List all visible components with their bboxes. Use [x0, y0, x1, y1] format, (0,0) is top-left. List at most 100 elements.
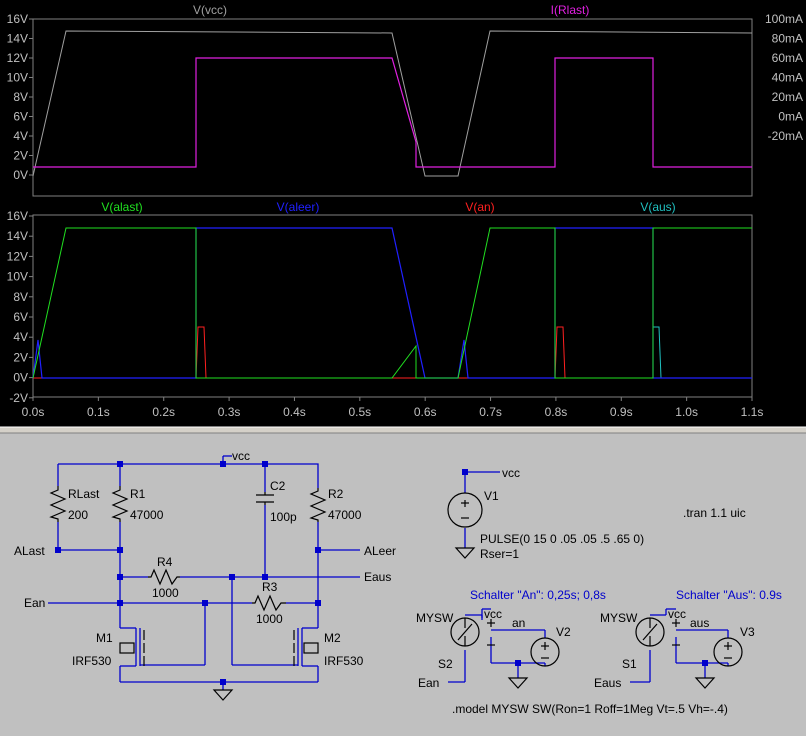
bottom-left-axis-tick: 4V: [13, 330, 28, 344]
model-directive[interactable]: .model MYSW SW(Ron=1 Roff=1Meg Vt=.5 Vh=…: [452, 702, 728, 716]
trace-label-aleer[interactable]: V(aleer): [277, 200, 320, 214]
net-label-an[interactable]: an: [512, 616, 525, 630]
source-symbols: [447, 492, 743, 667]
v1-rser[interactable]: Rser=1: [480, 547, 519, 561]
top-left-axis-tick: 8V: [13, 90, 28, 104]
net-label-vcc-source[interactable]: vcc: [502, 466, 520, 480]
trace-label-irlast[interactable]: I(Rlast): [551, 3, 590, 17]
m1-value[interactable]: IRF530: [72, 654, 112, 668]
net-label-vcc[interactable]: vcc: [232, 449, 250, 463]
bottom-pane-frame: [32, 214, 753, 398]
r3-name[interactable]: R3: [262, 580, 278, 594]
m2-name[interactable]: M2: [324, 631, 341, 645]
bottom-left-axis-tick: 12V: [7, 249, 28, 263]
junction-dots: [55, 461, 708, 685]
time-tick: 0.8s: [545, 405, 568, 419]
bottom-left-axis-tick: 14V: [7, 229, 28, 243]
v2-name[interactable]: V2: [556, 625, 571, 639]
time-tick: 1.0s: [675, 405, 698, 419]
r3-symbol: [252, 594, 286, 612]
resistor-symbols: [49, 486, 327, 666]
rlast-value[interactable]: 200: [68, 508, 88, 522]
top-left-axis-tick: 0V: [13, 168, 28, 182]
top-right-axis-tick: 60mA: [772, 51, 803, 65]
top-left-axis-tick: 12V: [7, 51, 28, 65]
net-label-aus[interactable]: aus: [690, 616, 709, 630]
net-label-aleer[interactable]: ALeer: [364, 544, 396, 558]
s1-name[interactable]: S1: [622, 657, 637, 671]
time-tick: 1.1s: [741, 405, 764, 419]
v1-symbol: [447, 492, 483, 528]
bottom-left-axis-tick: 8V: [13, 290, 28, 304]
waveform-viewer[interactable]: [0, 0, 806, 427]
ground-s2: [507, 677, 529, 689]
time-tick: 0.9s: [610, 405, 633, 419]
net-label-vcc-s2[interactable]: vcc: [484, 607, 502, 621]
s2-name[interactable]: S2: [438, 657, 453, 671]
v1-value[interactable]: PULSE(0 15 0 .05 .05 .5 .65 0): [480, 532, 644, 546]
time-tick: 0.0s: [22, 405, 45, 419]
top-right-axis-tick: -20mA: [768, 129, 803, 143]
comment-schalter-aus[interactable]: Schalter "Aus": 0.9s: [676, 588, 782, 602]
v3-symbol: [713, 637, 743, 667]
trace-alast: [32, 227, 752, 379]
ground-main: [212, 689, 234, 701]
c2-name[interactable]: C2: [270, 479, 286, 493]
s2-model[interactable]: MYSW: [416, 611, 454, 625]
schematic-wires: [48, 455, 729, 690]
net-label-alast[interactable]: ALast: [14, 544, 45, 558]
rlast-name[interactable]: RLast: [68, 487, 100, 501]
s1-model[interactable]: MYSW: [600, 611, 638, 625]
trace-label-vcc[interactable]: V(vcc): [193, 3, 227, 17]
trace-label-alast[interactable]: V(alast): [101, 200, 142, 214]
trace-vcc: [32, 30, 753, 177]
comment-schalter-an[interactable]: Schalter "An": 0,25s; 0,8s: [470, 588, 606, 602]
trace-label-an[interactable]: V(an): [465, 200, 494, 214]
net-label-vcc-s1[interactable]: vcc: [668, 607, 686, 621]
top-left-axis-tick: 14V: [7, 32, 28, 46]
net-label-eaus[interactable]: Eaus: [364, 570, 391, 584]
time-tick: 0.6s: [414, 405, 437, 419]
schematic-editor[interactable]: vcc ALast ALeer Eaus Ean RLast 200 R1 47…: [14, 449, 782, 716]
net-label-eaus-s1[interactable]: Eaus: [594, 676, 621, 690]
r4-value[interactable]: 1000: [152, 586, 179, 600]
net-label-ean[interactable]: Ean: [24, 596, 45, 610]
tran-directive[interactable]: .tran 1.1 uic: [683, 506, 746, 520]
bottom-left-axis-tick: 10V: [7, 270, 28, 284]
bottom-left-axis-tick: 16V: [7, 209, 28, 223]
r1-symbol: [111, 486, 129, 522]
r2-value[interactable]: 47000: [328, 508, 362, 522]
time-tick: 0.1s: [87, 405, 110, 419]
c2-value[interactable]: 100p: [270, 510, 297, 524]
top-right-axis-tick: 20mA: [772, 90, 803, 104]
v1-name[interactable]: V1: [484, 489, 499, 503]
r4-name[interactable]: R4: [157, 555, 173, 569]
ground-s1: [694, 677, 716, 689]
m1-name[interactable]: M1: [96, 631, 113, 645]
r1-value[interactable]: 47000: [130, 508, 164, 522]
top-right-axis-tick: 0mA: [778, 110, 803, 124]
r2-symbol: [309, 488, 327, 522]
v3-name[interactable]: V3: [740, 625, 755, 639]
r1-name[interactable]: R1: [130, 487, 146, 501]
time-tick: 0.3s: [218, 405, 241, 419]
m2-value[interactable]: IRF530: [324, 654, 364, 668]
r3-value[interactable]: 1000: [256, 612, 283, 626]
bottom-left-axis-tick: -2V: [9, 391, 28, 405]
top-pane-frame: [32, 18, 753, 197]
pane-divider[interactable]: [0, 427, 806, 433]
bottom-left-axis-tick: 6V: [13, 310, 28, 324]
top-left-axis-tick: 4V: [13, 129, 28, 143]
trace-label-aus[interactable]: V(aus): [640, 200, 675, 214]
v2-symbol: [530, 637, 560, 667]
top-right-axis-tick: 100mA: [765, 12, 803, 26]
net-label-ean-s2[interactable]: Ean: [418, 676, 439, 690]
time-tick: 0.2s: [152, 405, 175, 419]
r2-name[interactable]: R2: [328, 487, 344, 501]
